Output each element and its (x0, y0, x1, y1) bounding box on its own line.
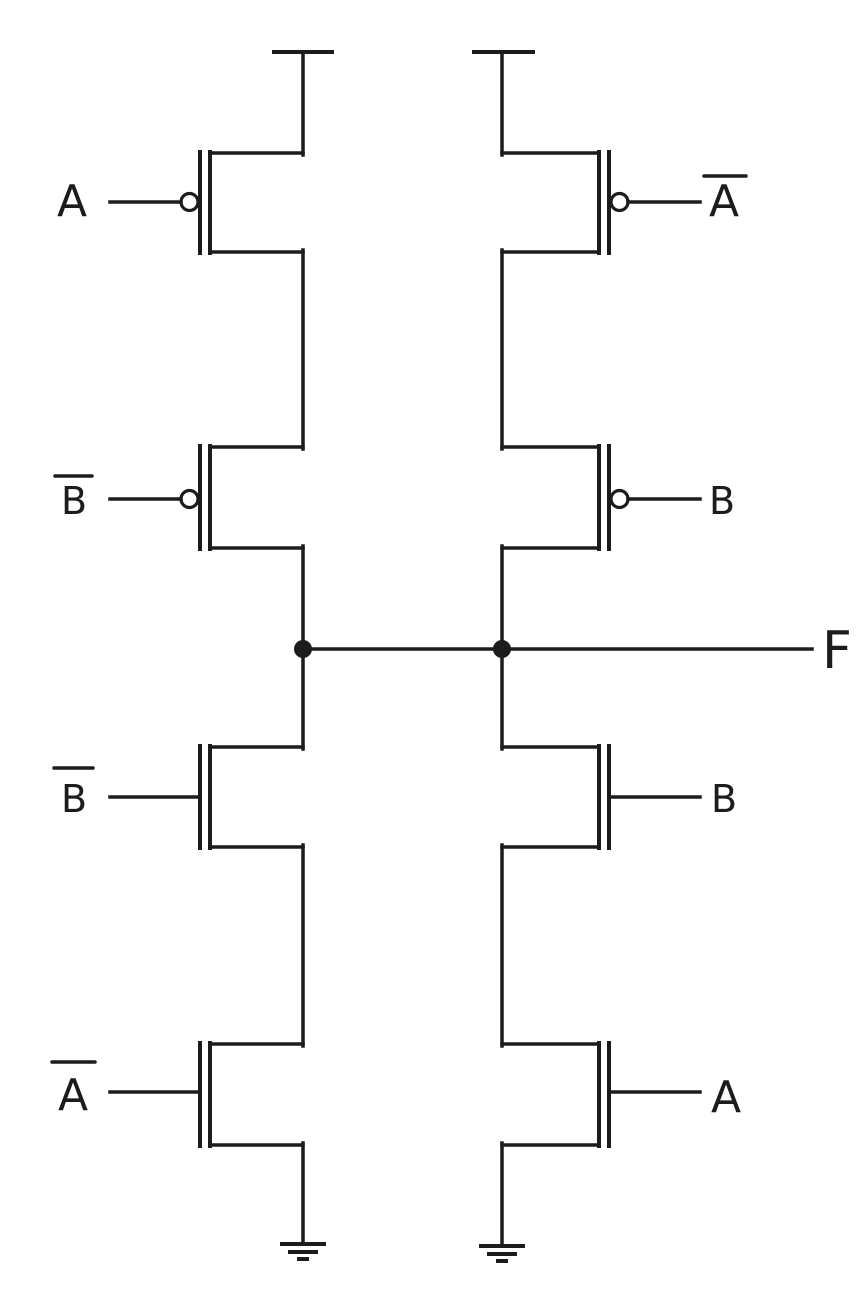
ground-symbol-right (479, 1244, 525, 1263)
output-node: F (294, 621, 852, 681)
gate-label: A (58, 1070, 88, 1121)
gate-label: A (711, 1072, 741, 1123)
gate-label: B (61, 777, 87, 821)
junction-dot-right (493, 640, 511, 658)
gate-label: B (709, 479, 735, 523)
gate-label: A (709, 176, 739, 227)
transistor-nmos-bbar-left: B (52, 744, 305, 850)
pmos-bubble-icon (179, 191, 200, 213)
output-label: F (822, 621, 852, 681)
junction-dot-left (294, 640, 312, 658)
transistor-nmos-a-right: A (500, 1041, 741, 1148)
transistor-nmos-b-right: B (500, 744, 737, 850)
gate-label: A (57, 176, 87, 227)
pmos-bubble-icon (609, 191, 630, 213)
gate-label: B (711, 777, 737, 821)
transistor-pmos-abar-right: A (500, 150, 748, 255)
pmos-bubble-icon (609, 488, 630, 510)
transistor-pmos-b-right: B (500, 444, 735, 551)
vdd-symbol-left (272, 50, 334, 157)
transistor-pmos-bbar-left: B (53, 444, 305, 551)
pmos-bubble-icon (179, 488, 200, 510)
ground-symbol-left (280, 1242, 326, 1261)
vdd-symbol-right (472, 50, 535, 157)
transistor-nmos-abar-left: A (50, 1041, 305, 1148)
transistor-pmos-a-left: A (57, 150, 305, 255)
gate-label: B (61, 479, 87, 523)
